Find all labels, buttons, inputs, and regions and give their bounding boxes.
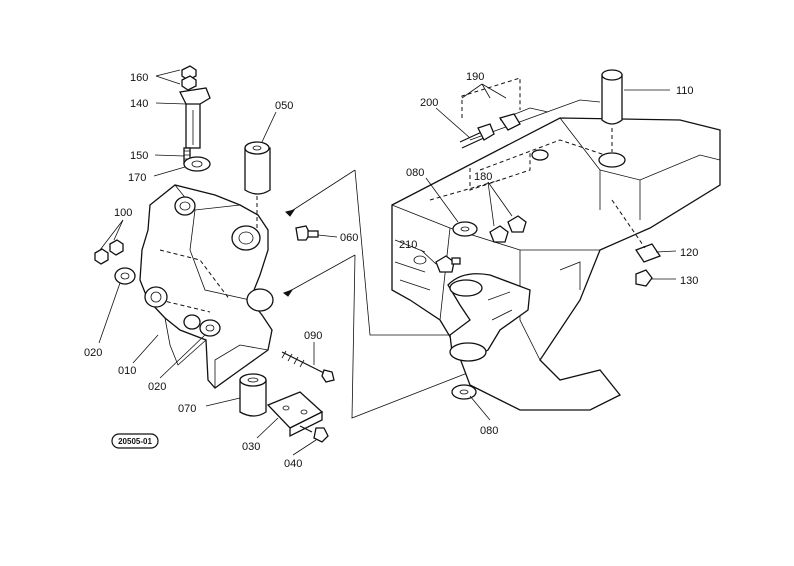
nuts-100 [94,239,124,265]
callout-050: 050 [275,100,293,112]
leader-lines [98,69,677,456]
bush-020a [114,267,136,285]
callout-130: 130 [680,275,698,287]
washer-170 [183,156,211,172]
callout-080b: 080 [480,425,498,437]
callout-150: 150 [130,150,148,162]
pin-140 [179,87,211,149]
plate-120 [635,243,661,263]
grease-fitting-060 [295,225,319,241]
nut-160 [181,65,197,91]
front-axle-housing [391,99,721,411]
callout-010: 010 [118,365,136,377]
washer-080b [451,384,477,400]
callout-190: 190 [466,71,484,83]
callout-210: 210 [399,239,417,251]
callout-060: 060 [340,232,358,244]
bolt-040 [299,425,329,443]
callout-070: 070 [178,403,196,415]
callout-160: 160 [130,72,148,84]
callout-080a: 080 [406,167,424,179]
callout-020a: 020 [84,347,102,359]
callout-180: 180 [474,171,492,183]
fittings-190 [477,113,521,141]
callout-170: 170 [128,172,146,184]
stamp-text: 20505-01 [118,437,152,446]
callout-100: 100 [114,207,132,219]
front-bracket-010 [139,184,274,389]
callout-120: 120 [680,247,698,259]
center-pivot-bracket [447,273,531,362]
callout-110: 110 [676,85,694,97]
bolt-130 [635,269,653,287]
callout-090: 090 [304,330,322,342]
fitting-210 [435,255,461,273]
bolt-090 [281,350,335,383]
callout-200: 200 [420,97,438,109]
fittings-180 [489,215,527,243]
assembly-guide-lines [282,169,471,419]
bush-020b [199,319,221,337]
callout-020b: 020 [148,381,166,393]
bush-070 [239,373,267,417]
callout-140: 140 [130,98,148,110]
callout-040: 040 [284,458,302,470]
washer-080a [452,221,478,237]
plate-030 [266,391,324,438]
reference-stamp: 20505-01 [111,433,159,449]
pin-050 [244,141,271,195]
pin-110 [601,69,623,125]
callout-030: 030 [242,441,260,453]
